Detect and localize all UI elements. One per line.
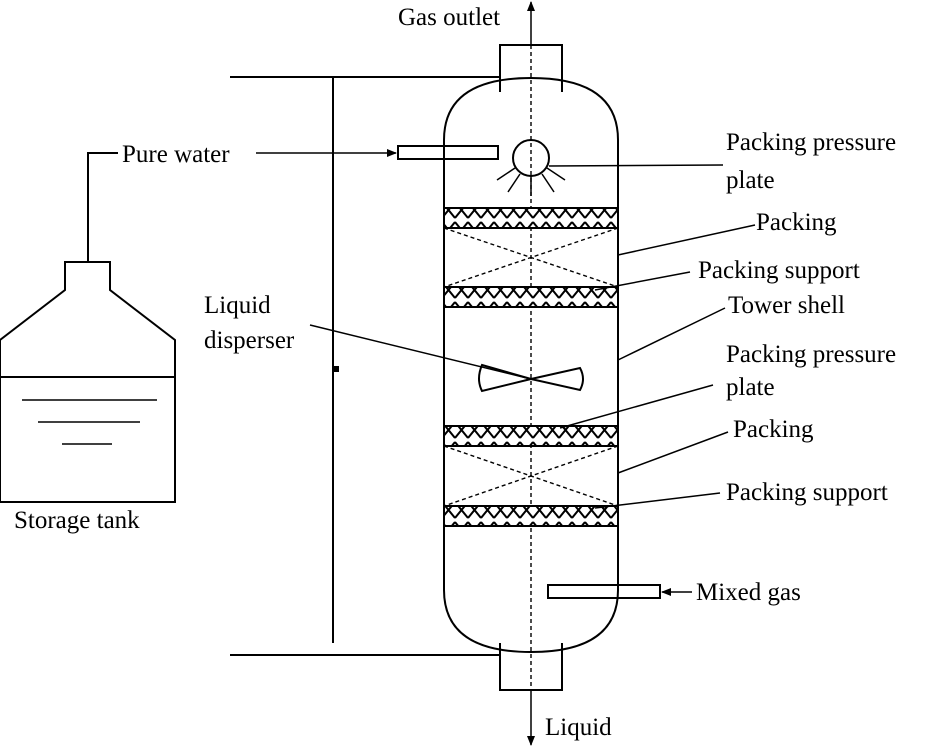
- gas-outlet-label: Gas outlet: [398, 4, 500, 31]
- packing-support-top-label: Packing support: [698, 257, 860, 284]
- liquid-label: Liquid: [545, 714, 612, 741]
- packing-bottom-label: Packing: [733, 416, 814, 443]
- liquid-disperser-label-line1: Liquid: [204, 292, 271, 319]
- support-frame: [230, 76, 500, 656]
- spray-head: [496, 139, 566, 196]
- lower-packing-bed: [443, 425, 619, 527]
- storage-tank: [0, 261, 176, 503]
- packing-support-bottom-label: Packing support: [726, 479, 888, 506]
- packing-pressure-plate-bottom-label-line1: Packing pressure: [726, 341, 896, 368]
- packing-top-label: Packing: [756, 209, 837, 236]
- leader-lines: [309, 164, 756, 509]
- pure-water-label: Pure water: [122, 141, 230, 168]
- liquid-disperser: [478, 363, 584, 393]
- packing-pressure-plate-top-label-line2: plate: [726, 167, 775, 194]
- tower-shell: [443, 44, 619, 691]
- packing-pressure-plate-top-label-line1: Packing pressure: [726, 129, 896, 156]
- mixed-gas-label: Mixed gas: [696, 579, 801, 606]
- mixed-gas-inlet: [547, 584, 692, 599]
- liquid-disperser-label-line2: disperser: [204, 327, 295, 354]
- tower-shell-label: Tower shell: [728, 292, 845, 319]
- upper-packing-bed: [443, 207, 619, 308]
- storage-tank-label: Storage tank: [14, 507, 140, 534]
- packing-pressure-plate-bottom-label-line2: plate: [726, 374, 775, 401]
- pure-water-line: [87, 145, 499, 262]
